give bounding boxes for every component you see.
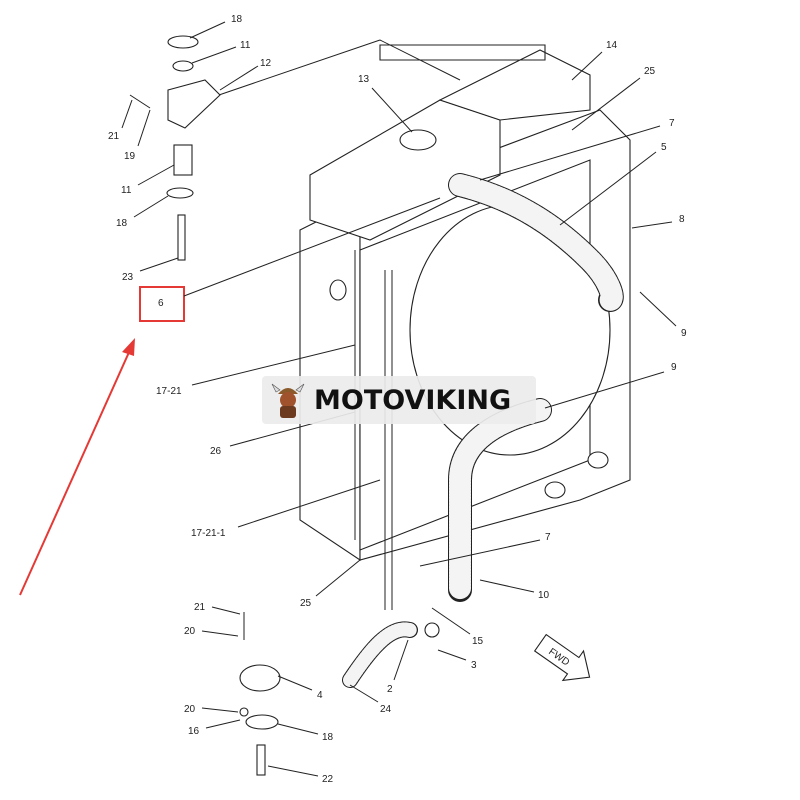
callout-24: 24 bbox=[380, 704, 392, 715]
leader-lines bbox=[121, 21, 677, 777]
radiator-assembly bbox=[174, 39, 631, 610]
pointer-arrow bbox=[19, 349, 131, 596]
callout-13: 13 bbox=[358, 74, 370, 85]
callout-9: 9 bbox=[671, 362, 677, 373]
watermark-text: MOTOVIKING bbox=[314, 384, 512, 416]
radiator-cap bbox=[399, 129, 437, 151]
callout-21: 21 bbox=[108, 131, 120, 142]
callout-20: 20 bbox=[184, 626, 196, 637]
callout-7: 7 bbox=[669, 118, 675, 129]
callout-3: 3 bbox=[471, 660, 477, 671]
callout-7: 7 bbox=[545, 532, 551, 543]
callout-22: 22 bbox=[322, 774, 334, 785]
callout-25: 25 bbox=[300, 598, 312, 609]
callout-14: 14 bbox=[606, 40, 618, 51]
forward-direction-arrow: FWD bbox=[533, 633, 591, 682]
callout-12: 12 bbox=[260, 58, 272, 69]
callout-6: 6 bbox=[158, 298, 164, 309]
callout-2: 2 bbox=[387, 684, 393, 695]
callout-20: 20 bbox=[184, 704, 196, 715]
highlight-box bbox=[139, 286, 185, 322]
callout-18: 18 bbox=[231, 14, 243, 25]
callout-18: 18 bbox=[322, 732, 334, 743]
callout-23: 23 bbox=[122, 272, 134, 283]
watermark-banner: MOTOVIKING bbox=[262, 376, 536, 424]
callout-11: 11 bbox=[240, 40, 251, 51]
upper-mount-hardware bbox=[129, 35, 221, 261]
callout-11: 11 bbox=[121, 185, 132, 196]
viking-logo-icon bbox=[271, 383, 305, 418]
callout-26: 26 bbox=[210, 446, 222, 457]
callout-19: 19 bbox=[124, 151, 136, 162]
callout-16: 16 bbox=[188, 726, 200, 737]
callout-17-21: 17-21 bbox=[156, 386, 182, 397]
callout-5: 5 bbox=[661, 142, 667, 153]
callout-17-21-1: 17-21-1 bbox=[191, 528, 226, 539]
pointer-arrowhead bbox=[122, 338, 135, 356]
lower-mount-hardware bbox=[239, 612, 440, 776]
callout-4: 4 bbox=[317, 690, 323, 701]
callout-9: 9 bbox=[681, 328, 687, 339]
callout-18: 18 bbox=[116, 218, 128, 229]
callout-15: 15 bbox=[472, 636, 484, 647]
callout-10: 10 bbox=[538, 590, 550, 601]
callout-21: 21 bbox=[194, 602, 206, 613]
callout-25: 25 bbox=[644, 66, 656, 77]
callout-8: 8 bbox=[679, 214, 685, 225]
callout-labels: 18 11 12 21 19 11 18 23 6 13 14 25 7 5 8… bbox=[108, 14, 687, 785]
